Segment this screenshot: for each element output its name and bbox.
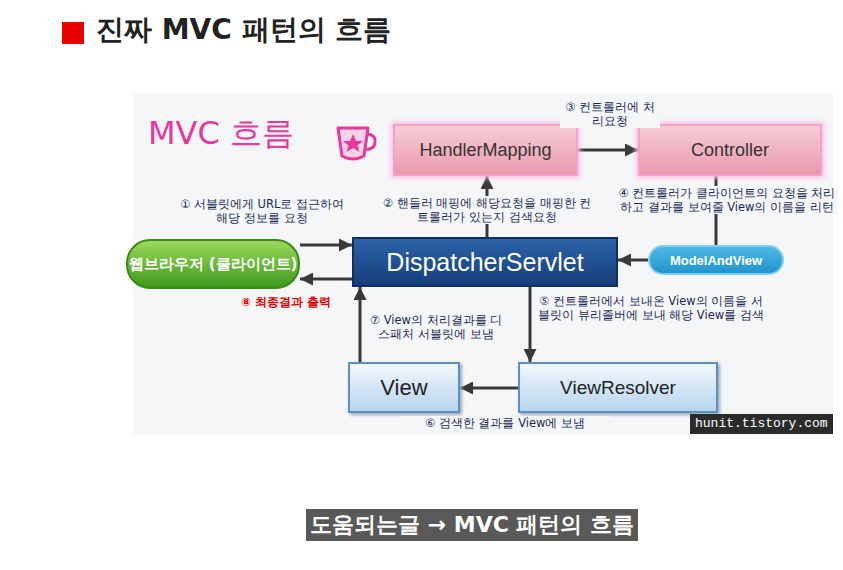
cup-body (338, 128, 368, 159)
connector-arrow (300, 244, 352, 247)
controller-box: Controller (638, 124, 822, 176)
node-label: ViewResolver (560, 377, 676, 399)
cup-handle (366, 134, 375, 149)
handwritten-heading: MVC 흐름 (148, 113, 294, 153)
title-bullet (62, 22, 84, 44)
node-label: 웹브라우저 (클라이언트) (129, 255, 298, 274)
node-label: ModelAndView (670, 253, 762, 268)
view-resolver-box: ViewResolver (518, 362, 718, 413)
dispatcher-servlet-box: DispatcherServlet (352, 237, 618, 287)
page-title: 진짜 MVC 패턴의 흐름 (96, 10, 391, 50)
cup-icon (338, 128, 375, 159)
edge-label: ③ 컨트롤러에 처리요청 (560, 100, 660, 128)
cup-star (343, 134, 363, 152)
handler-mapping-box: HandlerMapping (393, 124, 578, 176)
node-label: View (380, 375, 427, 401)
edge-label: ① 서블릿에게 URL로 접근하여 해당 정보를 요청 (176, 197, 348, 225)
connector-arrow (460, 387, 518, 390)
connector-arrow (529, 287, 532, 362)
connector-arrow (300, 278, 352, 281)
connector-arrow (578, 149, 638, 152)
browser-pill: 웹브라우저 (클라이언트) (126, 239, 300, 289)
edge-label: ⑧ 최종결과 출력 (226, 295, 346, 309)
node-label: HandlerMapping (419, 140, 551, 161)
view-box: View (348, 362, 460, 413)
connector-arrow (618, 259, 648, 262)
node-label: DispatcherServlet (386, 248, 583, 277)
caption-bar: 도움되는글 → MVC 패턴의 흐름 (306, 509, 638, 541)
node-label: Controller (691, 140, 769, 161)
connector-arrow (359, 287, 362, 362)
edge-label: ⑤ 컨트롤러에서 보내온 View의 이름을 서블릿이 뷰리졸버에 보내 해당 … (538, 294, 764, 322)
edge-label: ⑥ 검색한 결과를 View에 보냄 (400, 416, 610, 430)
model-and-view-pill: ModelAndView (648, 245, 784, 275)
edge-label: ② 핸들러 매핑에 해당요청을 매핑한 컨트롤러가 있는지 검색요청 (380, 196, 594, 224)
edge-label: ④ 컨트롤러가 클라이언트의 요청을 처리하고 결과를 보여줄 View의 이름… (616, 186, 838, 214)
edge-label: ⑦ View의 처리결과를 디스패처 서블릿에 보냄 (366, 313, 506, 341)
watermark: hunit.tistory.com (690, 414, 833, 434)
